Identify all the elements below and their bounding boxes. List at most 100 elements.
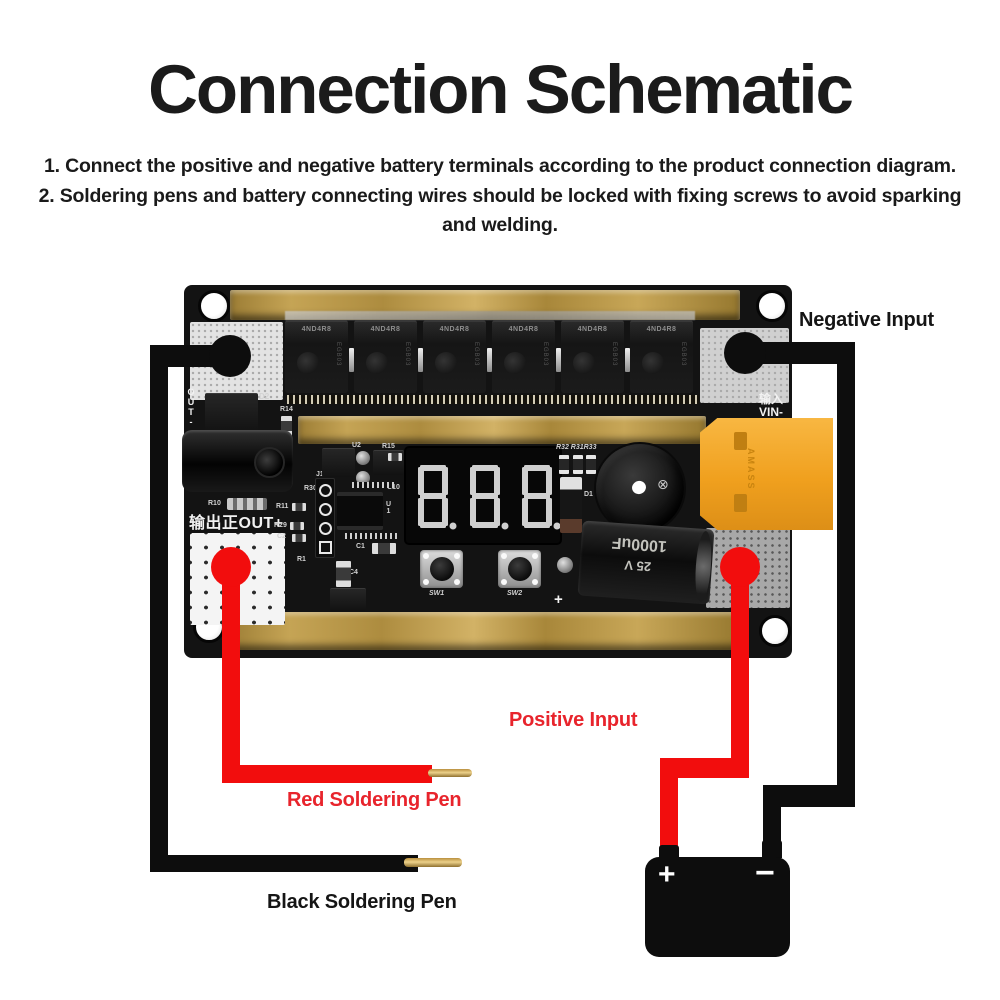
- switch-pin: [532, 553, 538, 559]
- switch-pin: [423, 553, 429, 559]
- mosfet-part-number: 4ND4R8: [646, 326, 677, 333]
- xt60-brand: AMASS: [746, 448, 756, 491]
- battery-minus-symbol: −: [755, 854, 775, 892]
- header-pin: [319, 522, 332, 535]
- header-j1: [315, 478, 335, 558]
- header-pin-square: [319, 541, 332, 554]
- solder-tinning-strip: [285, 311, 695, 320]
- ref-r32-group: R32 R31R33: [556, 444, 597, 451]
- capacitor-marking: 25 V 1000uF: [585, 529, 692, 578]
- resistor-r11: [292, 503, 306, 511]
- red-pen-tip: [428, 769, 472, 777]
- ref-u2: U2: [352, 442, 361, 449]
- capacitor-c2: [292, 534, 306, 542]
- mounting-hole-bottom-right: [759, 615, 791, 647]
- diode-d2: [205, 393, 258, 433]
- resistor-r14: [281, 416, 292, 436]
- black-pen-body: [150, 855, 418, 872]
- black-wire-right-jog: [763, 785, 855, 807]
- plus-silkscreen: +: [554, 591, 563, 608]
- mounting-hole-top-left: [198, 290, 230, 322]
- switch-sw2-button: [507, 557, 532, 581]
- out-plus-silkscreen: 输出正OUT+: [189, 515, 284, 532]
- negative-output-terminal-dot: [209, 335, 251, 377]
- red-pen-body: [222, 765, 432, 783]
- dc-jack: [182, 430, 293, 492]
- mosfet-part-number: 4ND4R8: [439, 326, 470, 333]
- mosfet-part-number: 4ND4R8: [508, 326, 539, 333]
- switch-sw1: [420, 550, 463, 588]
- middle-brass-bus-bar: [298, 416, 706, 444]
- black-pen-tip: [404, 858, 462, 867]
- mosfet-die-mark: [297, 352, 319, 374]
- ref-sw2: SW2: [507, 590, 523, 597]
- ref-u1: U1: [385, 501, 392, 515]
- mosfet-part-number: 4ND4R8: [577, 326, 608, 333]
- header-pin: [319, 503, 332, 516]
- ref-r30: R30: [304, 485, 317, 492]
- negative-input-terminal-dot: [724, 332, 766, 374]
- mcu-u1: [337, 492, 383, 530]
- red-soldering-pen-label: Red Soldering Pen: [287, 789, 462, 811]
- seven-segment-display: 8.8.8.: [406, 448, 561, 543]
- xt60-latch-slot: [734, 432, 747, 450]
- electrolytic-capacitor: 25 V 1000uF: [577, 520, 715, 605]
- mosfet-die-mark: [573, 352, 595, 374]
- battery-negative-terminal: [762, 840, 782, 858]
- buzzer-hole: [630, 478, 648, 497]
- battery: + −: [645, 854, 790, 957]
- display-digits: [418, 465, 561, 530]
- vin-cn: 输入: [758, 392, 783, 406]
- ref-r1: R1: [297, 556, 306, 563]
- ref-c1: C1: [356, 543, 365, 550]
- black-wire-left-vertical: [150, 345, 168, 872]
- positive-input-terminal-dot: [720, 547, 760, 587]
- ref-d1: D1: [584, 491, 593, 498]
- negative-input-label: Negative Input: [799, 309, 934, 331]
- red-wire-right-vertical: [731, 567, 749, 778]
- instruction-line-1: 1. Connect the positive and negative bat…: [43, 155, 957, 177]
- ref-r15: R15: [382, 443, 395, 450]
- mosfet-die-mark: [504, 352, 526, 374]
- vin-label: VIN-: [759, 405, 783, 419]
- resistor-r15: [388, 453, 402, 461]
- mounting-hole-top-right: [756, 290, 788, 322]
- battery-positive-terminal: [659, 845, 679, 858]
- black-soldering-pen-label: Black Soldering Pen: [267, 891, 457, 913]
- regulator-u2: [322, 448, 355, 477]
- ref-c4: C4: [349, 569, 358, 576]
- mosfet-side-marking: EGB03: [473, 342, 479, 367]
- out-minus-silkscreen: OUT-: [186, 387, 196, 427]
- mosfet-side-marking: EGB03: [542, 342, 548, 367]
- ref-sw1: SW1: [429, 590, 445, 597]
- pad-row: [345, 533, 397, 539]
- black-wire-right-vertical: [837, 342, 855, 807]
- black-wire-right-horizontal: [745, 342, 855, 364]
- transistor-q1: [330, 588, 366, 611]
- switch-pin: [454, 579, 460, 585]
- ref-c2: C2: [277, 533, 286, 540]
- capacitor-c4: [336, 561, 351, 587]
- mosfet-pins-strip: [287, 395, 699, 404]
- red-wire-left-vertical: [222, 567, 240, 783]
- instruction-line-2: 2. Soldering pens and battery connecting…: [38, 184, 962, 207]
- page-title: Connection Schematic: [148, 51, 854, 128]
- positive-output-terminal-dot: [211, 547, 251, 587]
- switch-pin: [501, 579, 507, 585]
- ref-j1: J1: [316, 471, 324, 478]
- switch-sw2: [498, 550, 541, 588]
- red-wire-right-drop: [660, 758, 678, 850]
- screw-pad: [557, 557, 573, 573]
- red-wire-right-jog: [660, 758, 749, 778]
- black-wire-right-drop: [763, 785, 781, 848]
- diode-d1: [560, 477, 582, 533]
- switch-pin: [501, 553, 507, 559]
